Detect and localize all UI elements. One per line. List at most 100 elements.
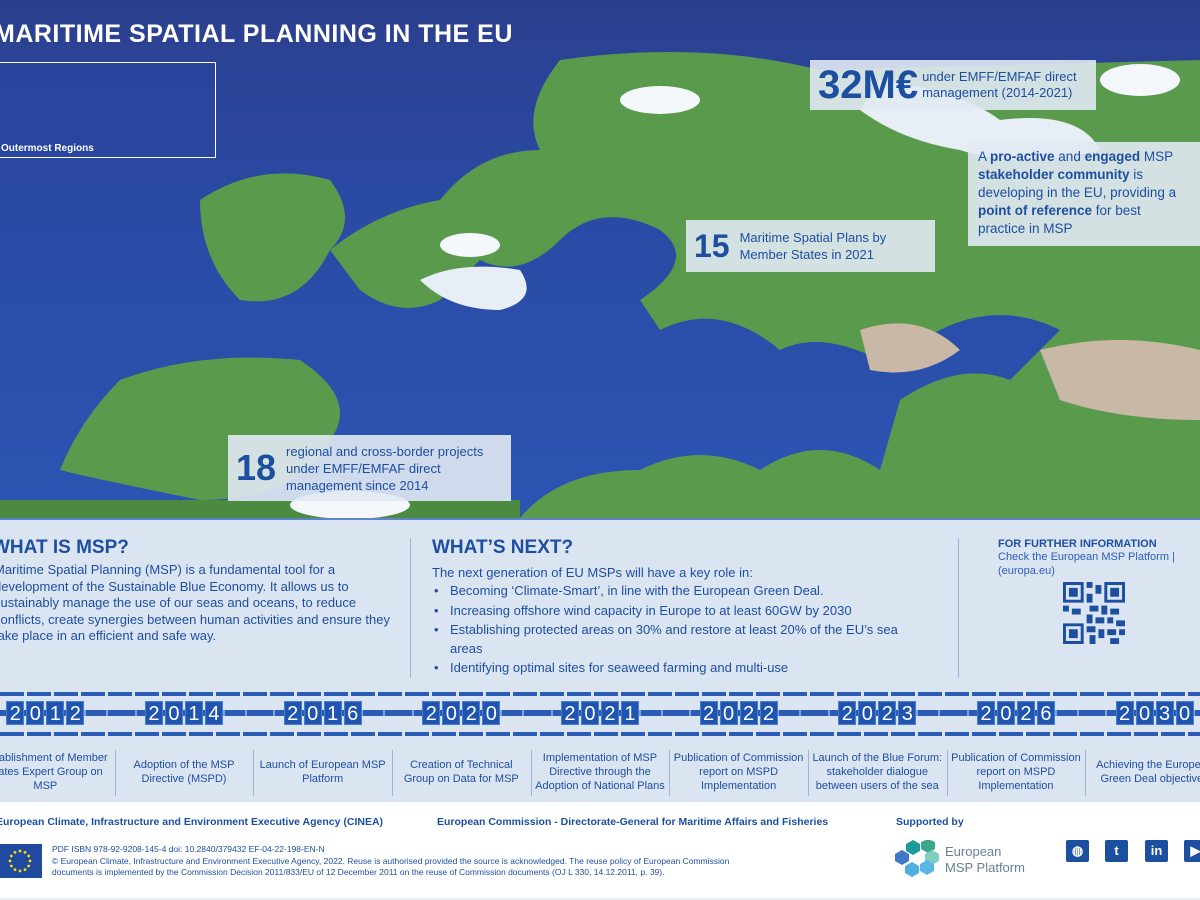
year-digit: 3 [1155,701,1174,725]
msp-platform-logo[interactable] [893,840,1023,884]
year-digit: 2 [699,701,718,725]
year-digit: 2 [739,701,758,725]
eu-star [27,864,31,868]
timeline-bar [946,710,1086,716]
eu-star [18,869,22,873]
msp-platform-name: European MSP Platform [945,844,1025,875]
supported-by-label: Supported by [896,816,964,828]
next-list: Becoming ‘Climate-Smart’, in line with t… [432,582,902,679]
eu-star [27,854,31,858]
section-heading: WHAT IS MSP? [0,537,129,558]
year-digit: 2 [66,701,85,725]
eu-star [13,850,17,854]
section-heading: WHAT’S NEXT? [432,537,574,558]
divider [0,692,1200,696]
list-item: Becoming ‘Climate-Smart’, in line with t… [432,582,902,601]
timeline-bar [391,710,531,716]
stat-value: 18 [236,447,277,488]
bold-text: pro-active [990,149,1055,164]
info-panel: WHAT IS MSP? Maritime Spatial Planning (… [0,518,1200,690]
stat-value: 32M€ [818,63,919,107]
year-digit: 2 [462,701,481,725]
stat-text: under EMFF/EMFAF direct management (2014… [922,69,1077,100]
eu-star [9,854,13,858]
list-item: Identifying optimal sites for seaweed fa… [432,659,902,678]
year-digit: 2 [6,701,25,725]
isbn: PDF ISBN 978-92-9208-145-4 doi: 10.2840/… [52,844,325,854]
year-digit: 2 [1115,701,1134,725]
bold-text: point of reference [978,203,1093,218]
plans-stat: 15 Maritime Spatial Plans by Member Stat… [686,220,935,272]
timeline-description: Creation of Technical Group on Data for … [403,759,519,785]
copyright: © European Climate, Infrastructure and E… [52,855,730,878]
timeline-bar [253,710,392,716]
linkedin-icon[interactable]: in [1145,840,1168,862]
eu-star [9,864,13,868]
qr-code[interactable] [1063,582,1125,644]
eu-star [8,859,12,863]
list-item: Increasing offshore wind capacity in Eur… [432,602,902,621]
eu-star [23,868,27,872]
year-digit: 2 [838,701,857,725]
timeline-item: 2012Establishment of Member States Exper… [0,690,115,802]
year-digit: 0 [303,701,322,725]
year-digit: 0 [996,701,1015,725]
youtube-icon[interactable]: ▶ [1184,840,1200,862]
year-digit: 2 [600,701,619,725]
eu-star [18,849,22,853]
outermost-regions-inset: Outermost Regions [0,62,216,158]
timeline-bar [114,710,254,716]
year-digit: 4 [204,701,223,725]
timeline-columns: 2012Establishment of Member States Exper… [0,690,1200,802]
year-digit: 3 [898,701,917,725]
text: for best practice in MSP [978,203,1141,236]
msp-platform-link[interactable]: Check the European MSP Platform | (europ… [998,551,1175,577]
year-digit: 0 [580,701,599,725]
footer: European Climate, Infrastructure and Env… [0,802,1200,900]
section-text: Maritime Spatial Planning (MSP) is a fun… [0,562,390,643]
eu-flag-logo [0,844,42,878]
timeline-description: Adoption of the MSP Directive (MSPD) [133,759,235,785]
timeline-bar [669,710,808,716]
budget-stat: 32M€ under EMFF/EMFAF direct management … [810,60,1096,110]
globe-icon[interactable]: ◍ [1066,840,1089,862]
inset-label: Outermost Regions [1,143,94,154]
timeline-description: Publication of Commission report on MSPD… [951,752,1081,792]
timeline-bar [530,710,670,716]
timeline-description: Launch of European MSP Platform [259,759,386,785]
stat-value: 15 [694,228,730,264]
bold-text: stakeholder community [978,167,1130,182]
year-digit: 0 [719,701,738,725]
agency-name: European Climate, Infrastructure and Env… [0,816,384,828]
legal-text: PDF ISBN 978-92-9208-145-4 doi: 10.2840/… [52,844,752,879]
twitter-icon[interactable]: t [1105,840,1128,862]
info-heading: FOR FURTHER INFORMATION [998,538,1157,550]
year-digit: 2 [878,701,897,725]
further-info: FOR FURTHER INFORMATION Check the Europe… [998,538,1198,578]
year-digit: 1 [620,701,639,725]
section-intro: The next generation of EU MSPs will have… [432,565,753,580]
text: A [978,149,991,164]
stat-text: regional and cross-border projects under… [286,443,484,493]
year-digit: 1 [46,701,65,725]
msp-platform-logo-text: European MSP Platform [945,844,1025,876]
year-digit: 0 [164,701,183,725]
year-digit: 2 [560,701,579,725]
text: MSP [1140,149,1173,164]
year-digit: 6 [343,701,362,725]
timeline-bar [807,710,947,716]
eu-star [13,868,17,872]
year-digit: 1 [323,701,342,725]
